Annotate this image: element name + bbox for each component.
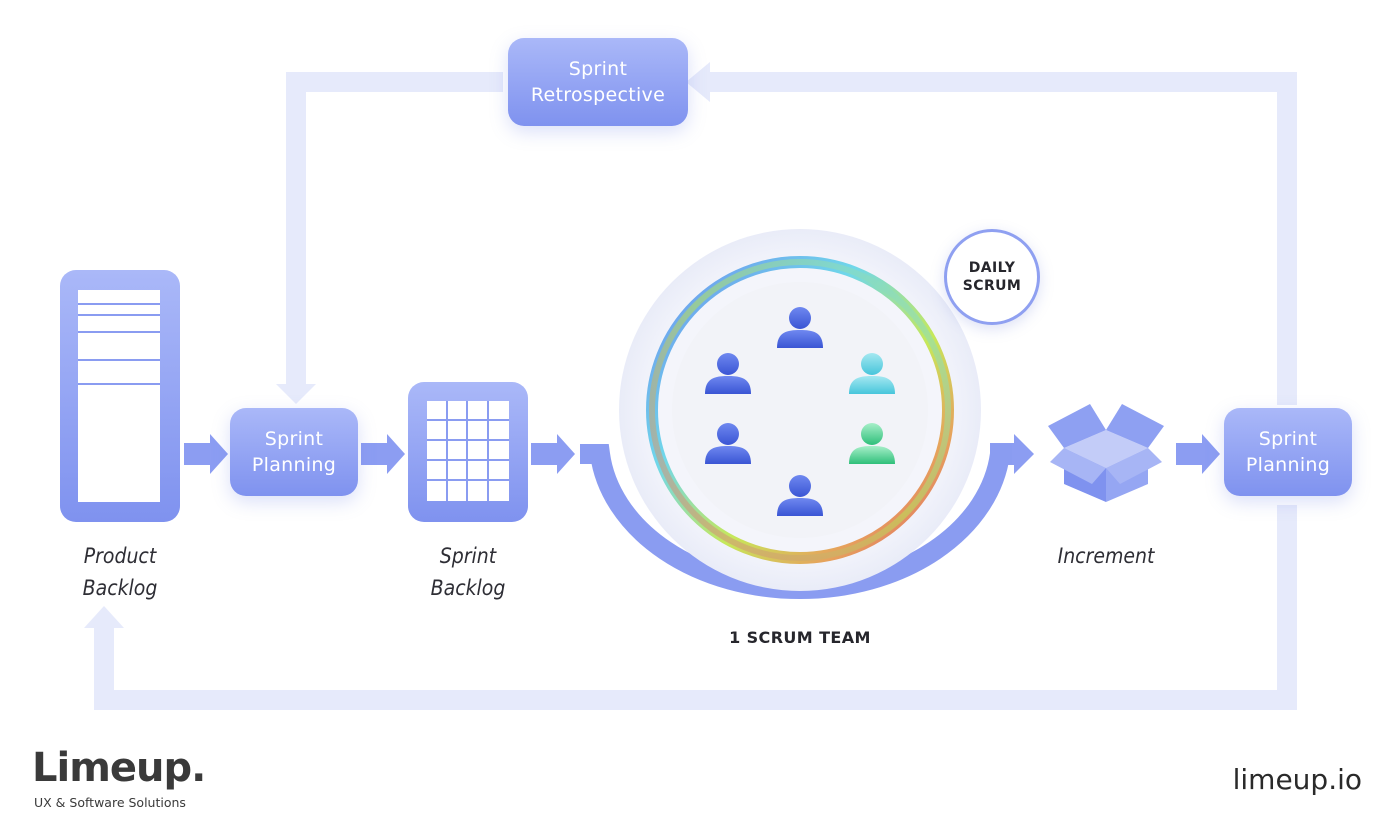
product-backlog-icon [60, 270, 180, 522]
sprint-planning-left-line2: Planning [251, 454, 337, 476]
arrow-increment-to-planning [1176, 434, 1220, 474]
daily-scrum-line2: SCRUM [962, 278, 1022, 294]
sprint-retrospective-node: Sprint Retrospective [508, 38, 688, 126]
team-members [705, 307, 895, 516]
flow-arrows [184, 434, 1220, 474]
product-backlog-label-line2: Backlog [82, 576, 158, 600]
daily-scrum-line1: DAILY [968, 260, 1016, 276]
person-icon [849, 353, 895, 394]
arrow-backlog-to-planning [184, 434, 228, 474]
increment-box-icon [1048, 404, 1164, 502]
arrow-planning-to-sprint-backlog [361, 434, 405, 474]
limeup-tagline: UX & Software Solutions [34, 795, 186, 810]
person-icon [705, 423, 751, 464]
limeup-logo: Limeup. [32, 745, 206, 791]
sprint-planning-right-line1: Sprint [1258, 428, 1318, 450]
scrum-team-label: 1 SCRUM TEAM [729, 628, 871, 647]
sprint-retrospective-line1: Sprint [568, 58, 628, 80]
arrowhead-retro [686, 62, 710, 102]
sprint-planning-right-node: Sprint Planning [1224, 408, 1352, 496]
increment-label: Increment [1057, 544, 1155, 568]
arrowhead-planning-top [276, 384, 316, 404]
sprint-backlog-icon [408, 382, 528, 522]
person-icon [705, 353, 751, 394]
person-icon [777, 307, 823, 348]
product-backlog-label-line1: Product [83, 544, 157, 568]
sprint-backlog-label: Sprint Backlog [388, 540, 548, 604]
loop-arrow-top-left [286, 72, 503, 392]
arrowhead-backlog-bottom [84, 606, 124, 628]
scrum-team-circle [619, 229, 981, 591]
loop-arrowheads [84, 62, 710, 628]
product-backlog-label: Product Backlog [40, 540, 200, 604]
loop-arrows [94, 72, 1297, 710]
person-icon [849, 423, 895, 464]
sprint-planning-right-line2: Planning [1245, 454, 1331, 476]
sprint-planning-left-line1: Sprint [264, 428, 324, 450]
sprint-planning-left-node: Sprint Planning [230, 408, 358, 496]
sprint-backlog-label-line2: Backlog [430, 576, 506, 600]
sprint-backlog-label-line1: Sprint [439, 544, 497, 568]
loop-arrow-bottom [94, 505, 1297, 710]
loop-arrow-top-right [700, 72, 1297, 405]
website-url: limeup.io [1232, 763, 1362, 796]
arrow-sprint-backlog-to-team [531, 434, 575, 474]
sprint-retrospective-line2: Retrospective [530, 84, 666, 106]
person-icon [777, 475, 823, 516]
daily-scrum-badge: DAILY SCRUM [944, 229, 1040, 325]
